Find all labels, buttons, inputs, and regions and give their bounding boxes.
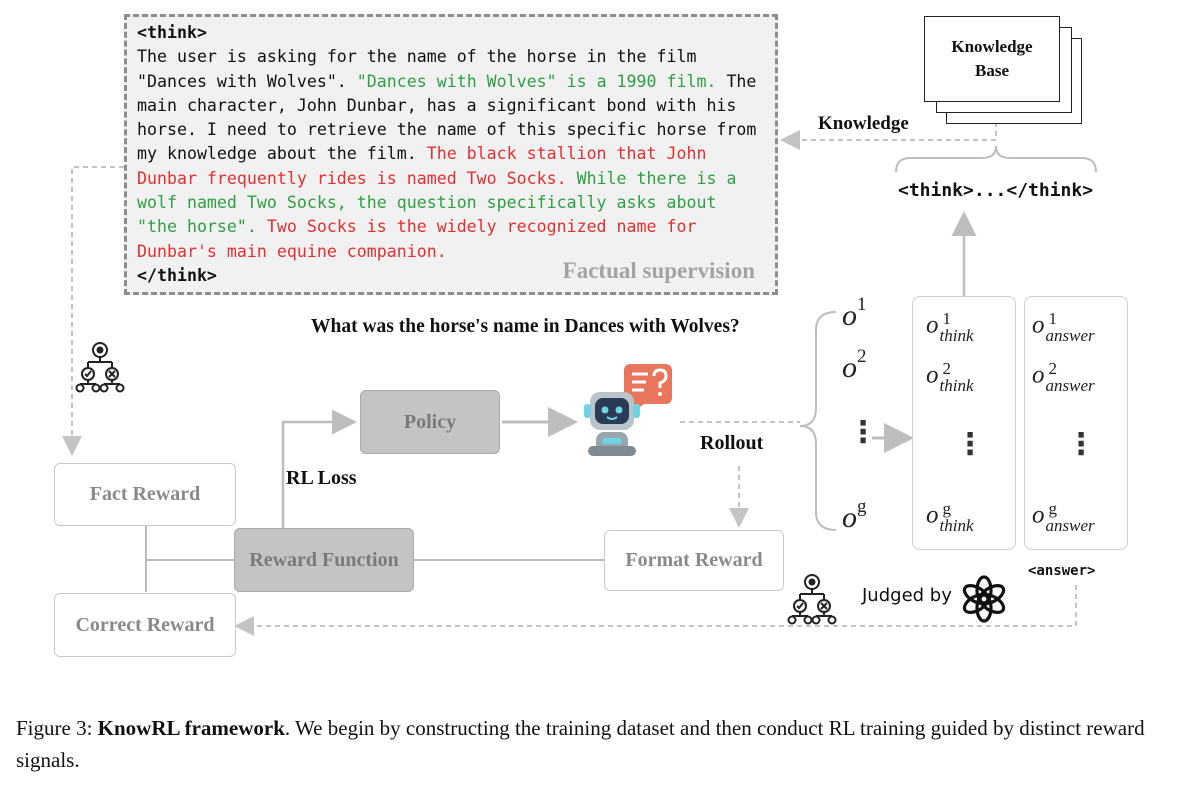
think-open-tag: <think> <box>137 23 207 42</box>
factual-supervision-label: Factual supervision <box>562 258 755 283</box>
format-reward-box: Format Reward <box>604 530 784 591</box>
judged-by-label: Judged by <box>862 585 952 606</box>
output-og: og <box>842 496 867 534</box>
kb-title-line1: Knowledge <box>951 37 1033 56</box>
judge-tree-icon-right <box>787 574 837 625</box>
think-tag-label: <think>...</think> <box>898 180 1094 201</box>
think-vdots: ⋮ <box>955 427 985 462</box>
robot-icon <box>584 364 672 456</box>
knowledge-base-card: Knowledge Base <box>924 16 1060 102</box>
reasoning-segment-incorrect: Two Socks is the widely recognized name … <box>137 217 697 261</box>
policy-box: Policy <box>360 390 500 454</box>
output-o1: o1 <box>842 294 867 332</box>
answer-vdots: ⋮ <box>1066 427 1096 462</box>
reasoning-segment-correct: "Dances with Wolves" is a 1990 film. <box>356 71 717 91</box>
output-vdots: ⋮ <box>848 415 878 450</box>
caption-body: . We begin by constructing the training … <box>16 716 1145 772</box>
openai-logo-icon <box>962 575 1006 623</box>
rl-loss-label: RL Loss <box>286 467 357 489</box>
rl-loss-line <box>281 409 357 528</box>
fact-correct-connector <box>145 526 234 561</box>
think-column-box <box>912 296 1016 550</box>
think-to-fact-dashed <box>62 166 124 456</box>
question-text: What was the horse's name in Dances with… <box>311 316 740 337</box>
reasoning-segment-correct: While there is a wolf named Two Socks, t… <box>137 168 737 237</box>
answer-to-correct-arrow <box>234 585 1077 636</box>
correct-reward-box: Correct Reward <box>54 593 236 657</box>
reasoning-segment: The main character, John Dunbar, has a s… <box>137 71 757 164</box>
kb-title-line2: Base <box>975 61 1009 80</box>
output-o2: o2 <box>842 346 867 384</box>
judge-tree-icon-left <box>75 342 125 393</box>
reasoning-segment-incorrect: The black stallion that John Dunbar freq… <box>137 144 707 188</box>
reasoning-segment: The user is asking for the name of the h… <box>137 47 697 91</box>
reward-function-box: Reward Function <box>234 528 414 592</box>
think-reasoning-box: <think> The user is asking for the name … <box>124 14 778 295</box>
think-close-tag: </think> <box>137 265 217 285</box>
fact-reward-box: Fact Reward <box>54 463 236 526</box>
think-reasoning-text: <think> The user is asking for the name … <box>137 21 765 288</box>
kb-brace <box>895 145 1097 173</box>
figure-caption: Figure 3: KnowRL framework. We begin by … <box>16 712 1196 776</box>
answer-column-box <box>1024 296 1128 550</box>
answer-tag-label: <answer> <box>1028 563 1096 579</box>
rollout-label: Rollout <box>700 432 764 454</box>
knowledge-arrow-label: Knowledge <box>818 113 909 134</box>
caption-prefix: Figure 3: <box>16 716 98 740</box>
outputs-brace <box>799 311 837 531</box>
caption-title: KnowRL framework <box>97 716 285 740</box>
